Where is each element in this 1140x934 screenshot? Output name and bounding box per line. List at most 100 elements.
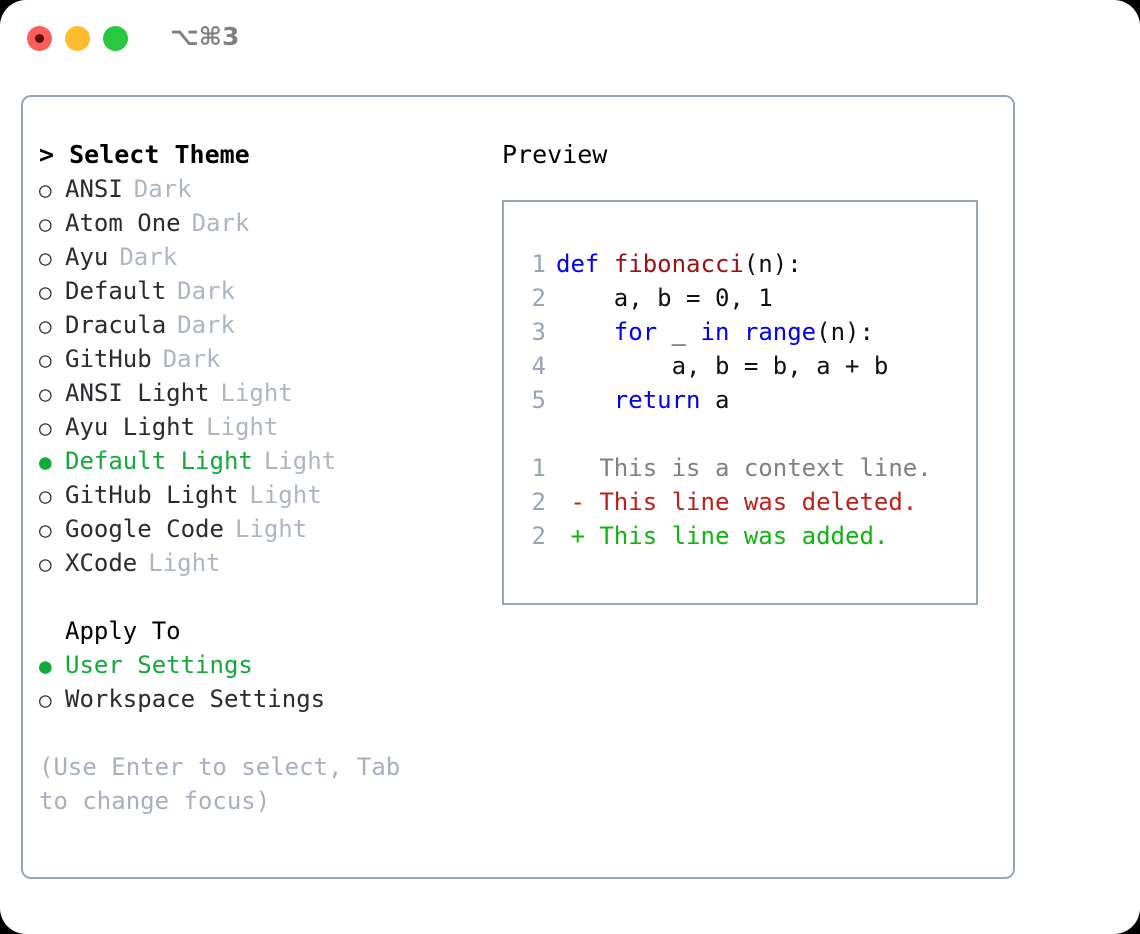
apply-to-option-label: Workspace Settings [65, 685, 326, 713]
diff-sign [556, 451, 599, 485]
apply-to-label: Apply To [65, 617, 181, 645]
line-number: 2 [531, 284, 546, 312]
radio-unselected-icon: ○ [39, 552, 52, 576]
apply-to-option[interactable]: ● User Settings [39, 648, 479, 682]
theme-list-item[interactable]: ○ GitHub Dark [39, 342, 479, 376]
line-number: 4 [531, 352, 546, 380]
close-window-button[interactable] [27, 26, 52, 51]
minimize-window-button[interactable] [65, 26, 90, 51]
preview-title: Preview [502, 140, 608, 169]
diff-sign: - [556, 488, 600, 516]
code-token: for [613, 318, 658, 346]
theme-name: GitHub [65, 345, 152, 373]
apply-to-option[interactable]: ○ Workspace Settings [39, 682, 479, 716]
maximize-window-button[interactable] [103, 26, 128, 51]
code-token [556, 318, 614, 346]
diff-line-text: This is a context line. [599, 454, 932, 482]
theme-variant-tag: Light [263, 447, 337, 475]
theme-name: Google Code [65, 515, 224, 543]
theme-name: Default [65, 277, 167, 305]
code-token: a, b = 0, 1 [556, 284, 773, 312]
theme-list-item[interactable]: ○ ANSI Light Light [39, 376, 479, 410]
line-number: 1 [531, 454, 546, 482]
radio-unselected-icon: ○ [39, 688, 52, 712]
radio-unselected-icon: ○ [39, 212, 52, 236]
theme-variant-tag: Dark [177, 311, 235, 339]
diff-sign: + [556, 522, 600, 550]
keyboard-shortcut-label: ⌥⌘3 [170, 22, 240, 51]
theme-list-item[interactable]: ○ Atom One Dark [39, 206, 479, 240]
theme-variant-tag: Light [220, 379, 293, 407]
diff-line: 1 This is a context line. [516, 451, 932, 485]
theme-variant-tag: Dark [191, 209, 250, 237]
theme-list-item[interactable]: ○ GitHub Light Light [39, 478, 479, 512]
radio-unselected-icon: ○ [39, 246, 52, 270]
theme-variant-tag: Dark [119, 243, 178, 271]
code-line: 5 return a [516, 383, 932, 417]
diff-line-text: This line was deleted. [599, 488, 918, 516]
theme-list-item[interactable]: ○ Ayu Dark [39, 240, 479, 274]
code-line-text: a, b = b, a + b [556, 349, 889, 383]
code-line: 2 a, b = 0, 1 [516, 281, 932, 315]
theme-list-item[interactable]: ○ Default Dark [39, 274, 479, 308]
diff-line-text: This line was added. [599, 522, 889, 550]
code-line: 3 for _ in range(n): [516, 315, 932, 349]
theme-variant-tag: Dark [162, 345, 221, 373]
line-number: 1 [531, 250, 546, 278]
traffic-lights [27, 26, 128, 51]
radio-selected-icon: ● [39, 654, 52, 678]
radio-unselected-icon: ○ [39, 178, 52, 202]
code-line-text: for _ in range(n): [556, 315, 874, 349]
theme-name: Ayu Light [65, 413, 196, 441]
code-token: in [700, 318, 730, 346]
radio-unselected-icon: ○ [39, 314, 52, 338]
diff-line: 2 + This line was added. [516, 519, 932, 553]
theme-name: ANSI Light [65, 379, 210, 407]
theme-list-item[interactable]: ● Default Light Light [39, 444, 479, 478]
radio-unselected-icon: ○ [39, 484, 52, 508]
code-token: return [613, 386, 701, 414]
theme-variant-tag: Dark [177, 277, 235, 305]
theme-name: Default Light [65, 447, 253, 475]
apply-to-section: ○ Apply To ●User Settings○Workspace Sett… [39, 614, 479, 716]
radio-unselected-icon: ○ [39, 280, 52, 304]
code-token: def [556, 250, 600, 278]
code-token: (n): [816, 318, 874, 346]
code-token: _ [657, 318, 701, 346]
apply-to-option-label: User Settings [65, 651, 253, 679]
theme-name: ANSI [65, 175, 123, 203]
code-line-text: def fibonacci(n): [556, 247, 802, 281]
line-number: 2 [531, 488, 546, 516]
title-bar: ⌥⌘3 [0, 0, 1140, 78]
theme-name: Ayu [65, 243, 109, 271]
line-number: 2 [531, 522, 546, 550]
keyboard-hint-text: (Use Enter to select, Tab to change focu… [39, 753, 401, 815]
code-line: 1 def fibonacci(n): [516, 247, 932, 281]
theme-name: GitHub Light [65, 481, 239, 509]
theme-name: Atom One [65, 209, 181, 237]
code-token: (n): [743, 250, 802, 278]
radio-unselected-icon: ○ [39, 416, 52, 440]
radio-unselected-icon: ○ [39, 382, 52, 406]
code-token: range [743, 318, 817, 346]
code-token [729, 318, 743, 346]
theme-name: XCode [65, 549, 138, 577]
code-token [599, 250, 613, 278]
radio-unselected-icon: ○ [39, 348, 52, 372]
radio-selected-icon: ● [39, 450, 52, 474]
spacer: ○ [39, 615, 65, 649]
code-line-text: return a [556, 383, 730, 417]
theme-variant-tag: Light [249, 481, 322, 509]
page-title: > Select Theme [39, 140, 250, 169]
